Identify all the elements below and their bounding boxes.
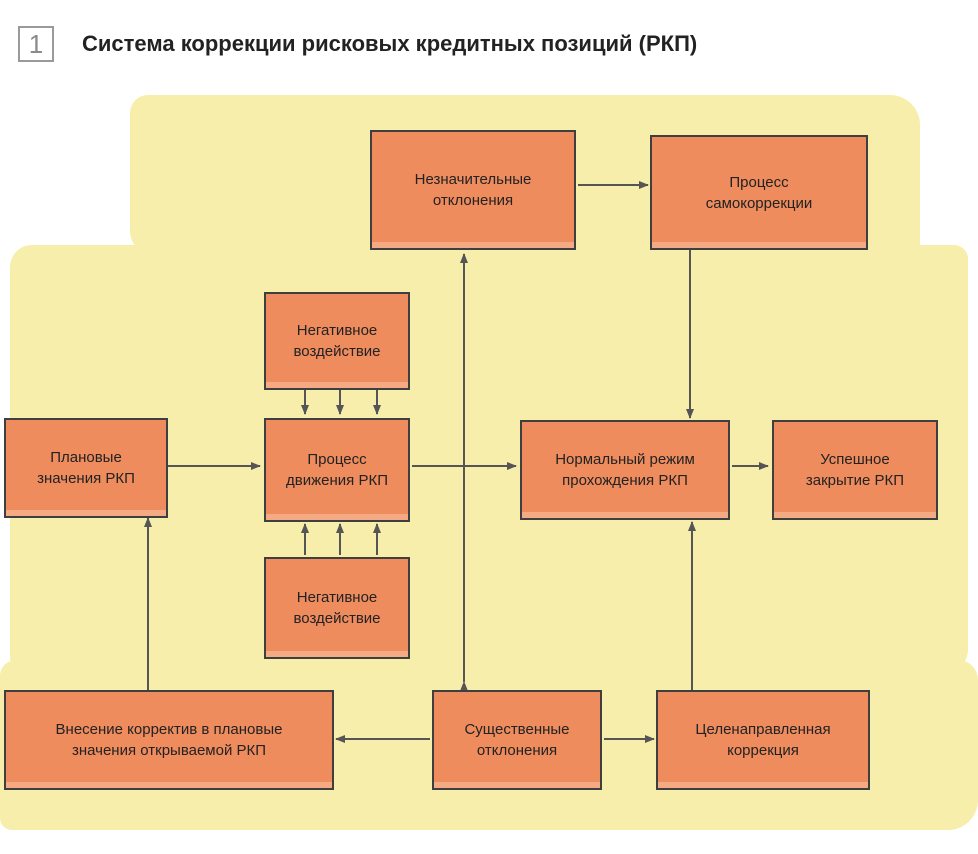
node-minor-deviations: Незначительные отклонения bbox=[370, 130, 576, 250]
figure-number: 1 bbox=[18, 26, 54, 62]
node-self-correction: Процесс самокоррекции bbox=[650, 135, 868, 250]
node-normal-mode: Нормальный режим прохождения РКП bbox=[520, 420, 730, 520]
node-significant-deviations: Существенные отклонения bbox=[432, 690, 602, 790]
node-planned-values: Плановые значения РКП bbox=[4, 418, 168, 518]
node-negative-bottom: Негативное воздействие bbox=[264, 557, 410, 659]
node-successful-close: Успешное закрытие РКП bbox=[772, 420, 938, 520]
node-adjust-planned: Внесение корректив в плановые значения о… bbox=[4, 690, 334, 790]
node-negative-top: Негативное воздействие bbox=[264, 292, 410, 390]
node-movement-process: Процесс движения РКП bbox=[264, 418, 410, 522]
node-targeted-correction: Целенаправленная коррекция bbox=[656, 690, 870, 790]
diagram-title: Система коррекции рисковых кредитных поз… bbox=[82, 31, 698, 56]
figure-header: 1 Система коррекции рисковых кредитных п… bbox=[18, 24, 697, 64]
